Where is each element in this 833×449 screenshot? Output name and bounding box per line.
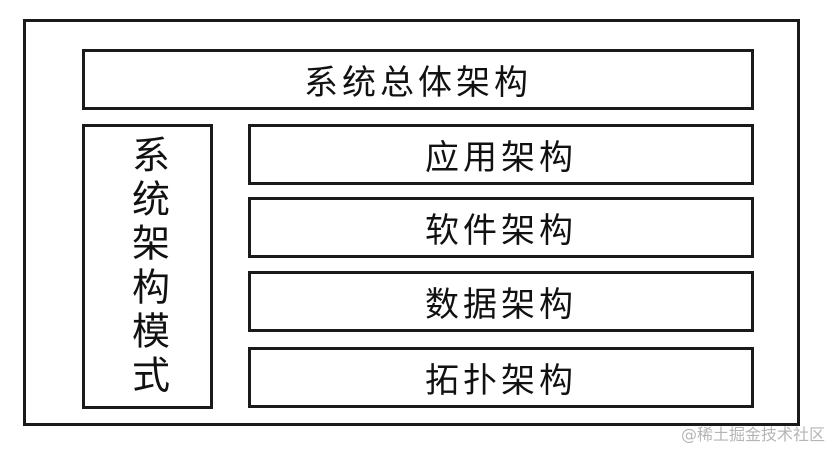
software-architecture-box: 软件架构 — [248, 197, 754, 258]
data-architecture-box: 数据架构 — [248, 271, 754, 332]
software-architecture-label: 软件架构 — [425, 211, 577, 251]
overall-architecture-box: 系统总体架构 — [82, 49, 754, 110]
architecture-pattern-label: 系统架构模式 — [125, 134, 170, 399]
outer-frame — [23, 19, 800, 426]
watermark: @稀土掘金技术社区 — [680, 425, 825, 444]
architecture-pattern-box: 系统架构模式 — [82, 124, 213, 409]
application-architecture-box: 应用架构 — [248, 124, 754, 185]
topology-architecture-box: 拓扑架构 — [248, 347, 754, 408]
topology-architecture-label: 拓扑架构 — [425, 361, 577, 401]
application-architecture-label: 应用架构 — [425, 138, 577, 178]
data-architecture-label: 数据架构 — [425, 285, 577, 325]
overall-architecture-label: 系统总体架构 — [304, 63, 532, 103]
